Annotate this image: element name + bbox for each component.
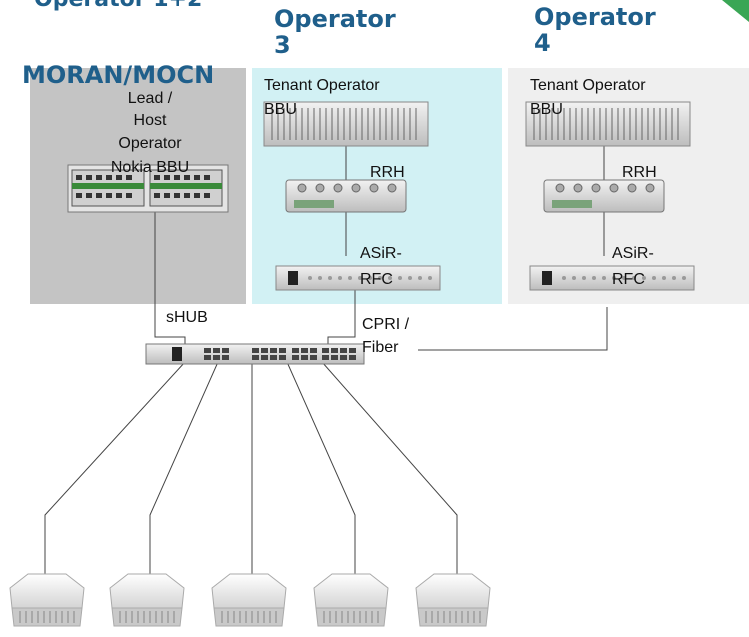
access-point-1 (9, 573, 85, 627)
header-operator-1-2: Operator 1+2 (34, 0, 202, 12)
lead-label-line3: Operator (118, 135, 182, 152)
tenant4-bbu-label-line1: Tenant Operator (530, 77, 646, 94)
tenant3-rrh-device (285, 179, 407, 213)
nokia-bbu-device (67, 164, 229, 213)
tenant3-bbu-device (263, 101, 429, 147)
access-point-5 (415, 573, 491, 627)
tenant4-asir-label-line1: ASiR- (612, 245, 654, 262)
tenant4-bbu-device (525, 101, 691, 147)
header-moran-mocn: MORAN/MOCN (22, 61, 215, 89)
header-operator-4-line1: Operator (534, 3, 656, 31)
access-point-2 (109, 573, 185, 627)
tenant4-asir-label-line2: RFC (612, 271, 645, 288)
shub-label: sHUB (166, 309, 208, 326)
tenant4-rrh-device (543, 179, 665, 213)
lead-label-line4: Nokia BBU (110, 159, 190, 176)
corner-badge (722, 0, 749, 22)
tenant3-bbu-label-line2: BBU (264, 101, 297, 118)
header-operator-3-line2: 3 (274, 31, 291, 59)
cpri-fiber-label-line1: CPRI / (362, 316, 410, 333)
access-point-3 (211, 573, 287, 627)
tenant3-bbu-label-line1: Tenant Operator (264, 77, 380, 94)
header-operator-4-line2: 4 (534, 29, 551, 57)
tenant3-rrh-label: RRH (370, 164, 405, 181)
cpri-fiber-label-line2: Fiber (362, 339, 399, 356)
tenant4-asir-rfc-device (529, 265, 695, 291)
shub-switch-device (145, 343, 365, 365)
access-point-4 (313, 573, 389, 627)
tenant4-bbu-label-line2: BBU (530, 101, 563, 118)
lead-label-line1: Lead / (127, 90, 173, 107)
tenant4-rrh-label: RRH (622, 164, 657, 181)
tenant3-asir-label-line1: ASiR- (360, 245, 402, 262)
header-operator-3-line1: Operator (274, 5, 396, 33)
tenant3-asir-label-line2: RFC (360, 271, 393, 288)
lead-label-line2: Host (133, 112, 167, 129)
connection-lines (44, 146, 608, 575)
tenant3-asir-rfc-device (275, 265, 441, 291)
